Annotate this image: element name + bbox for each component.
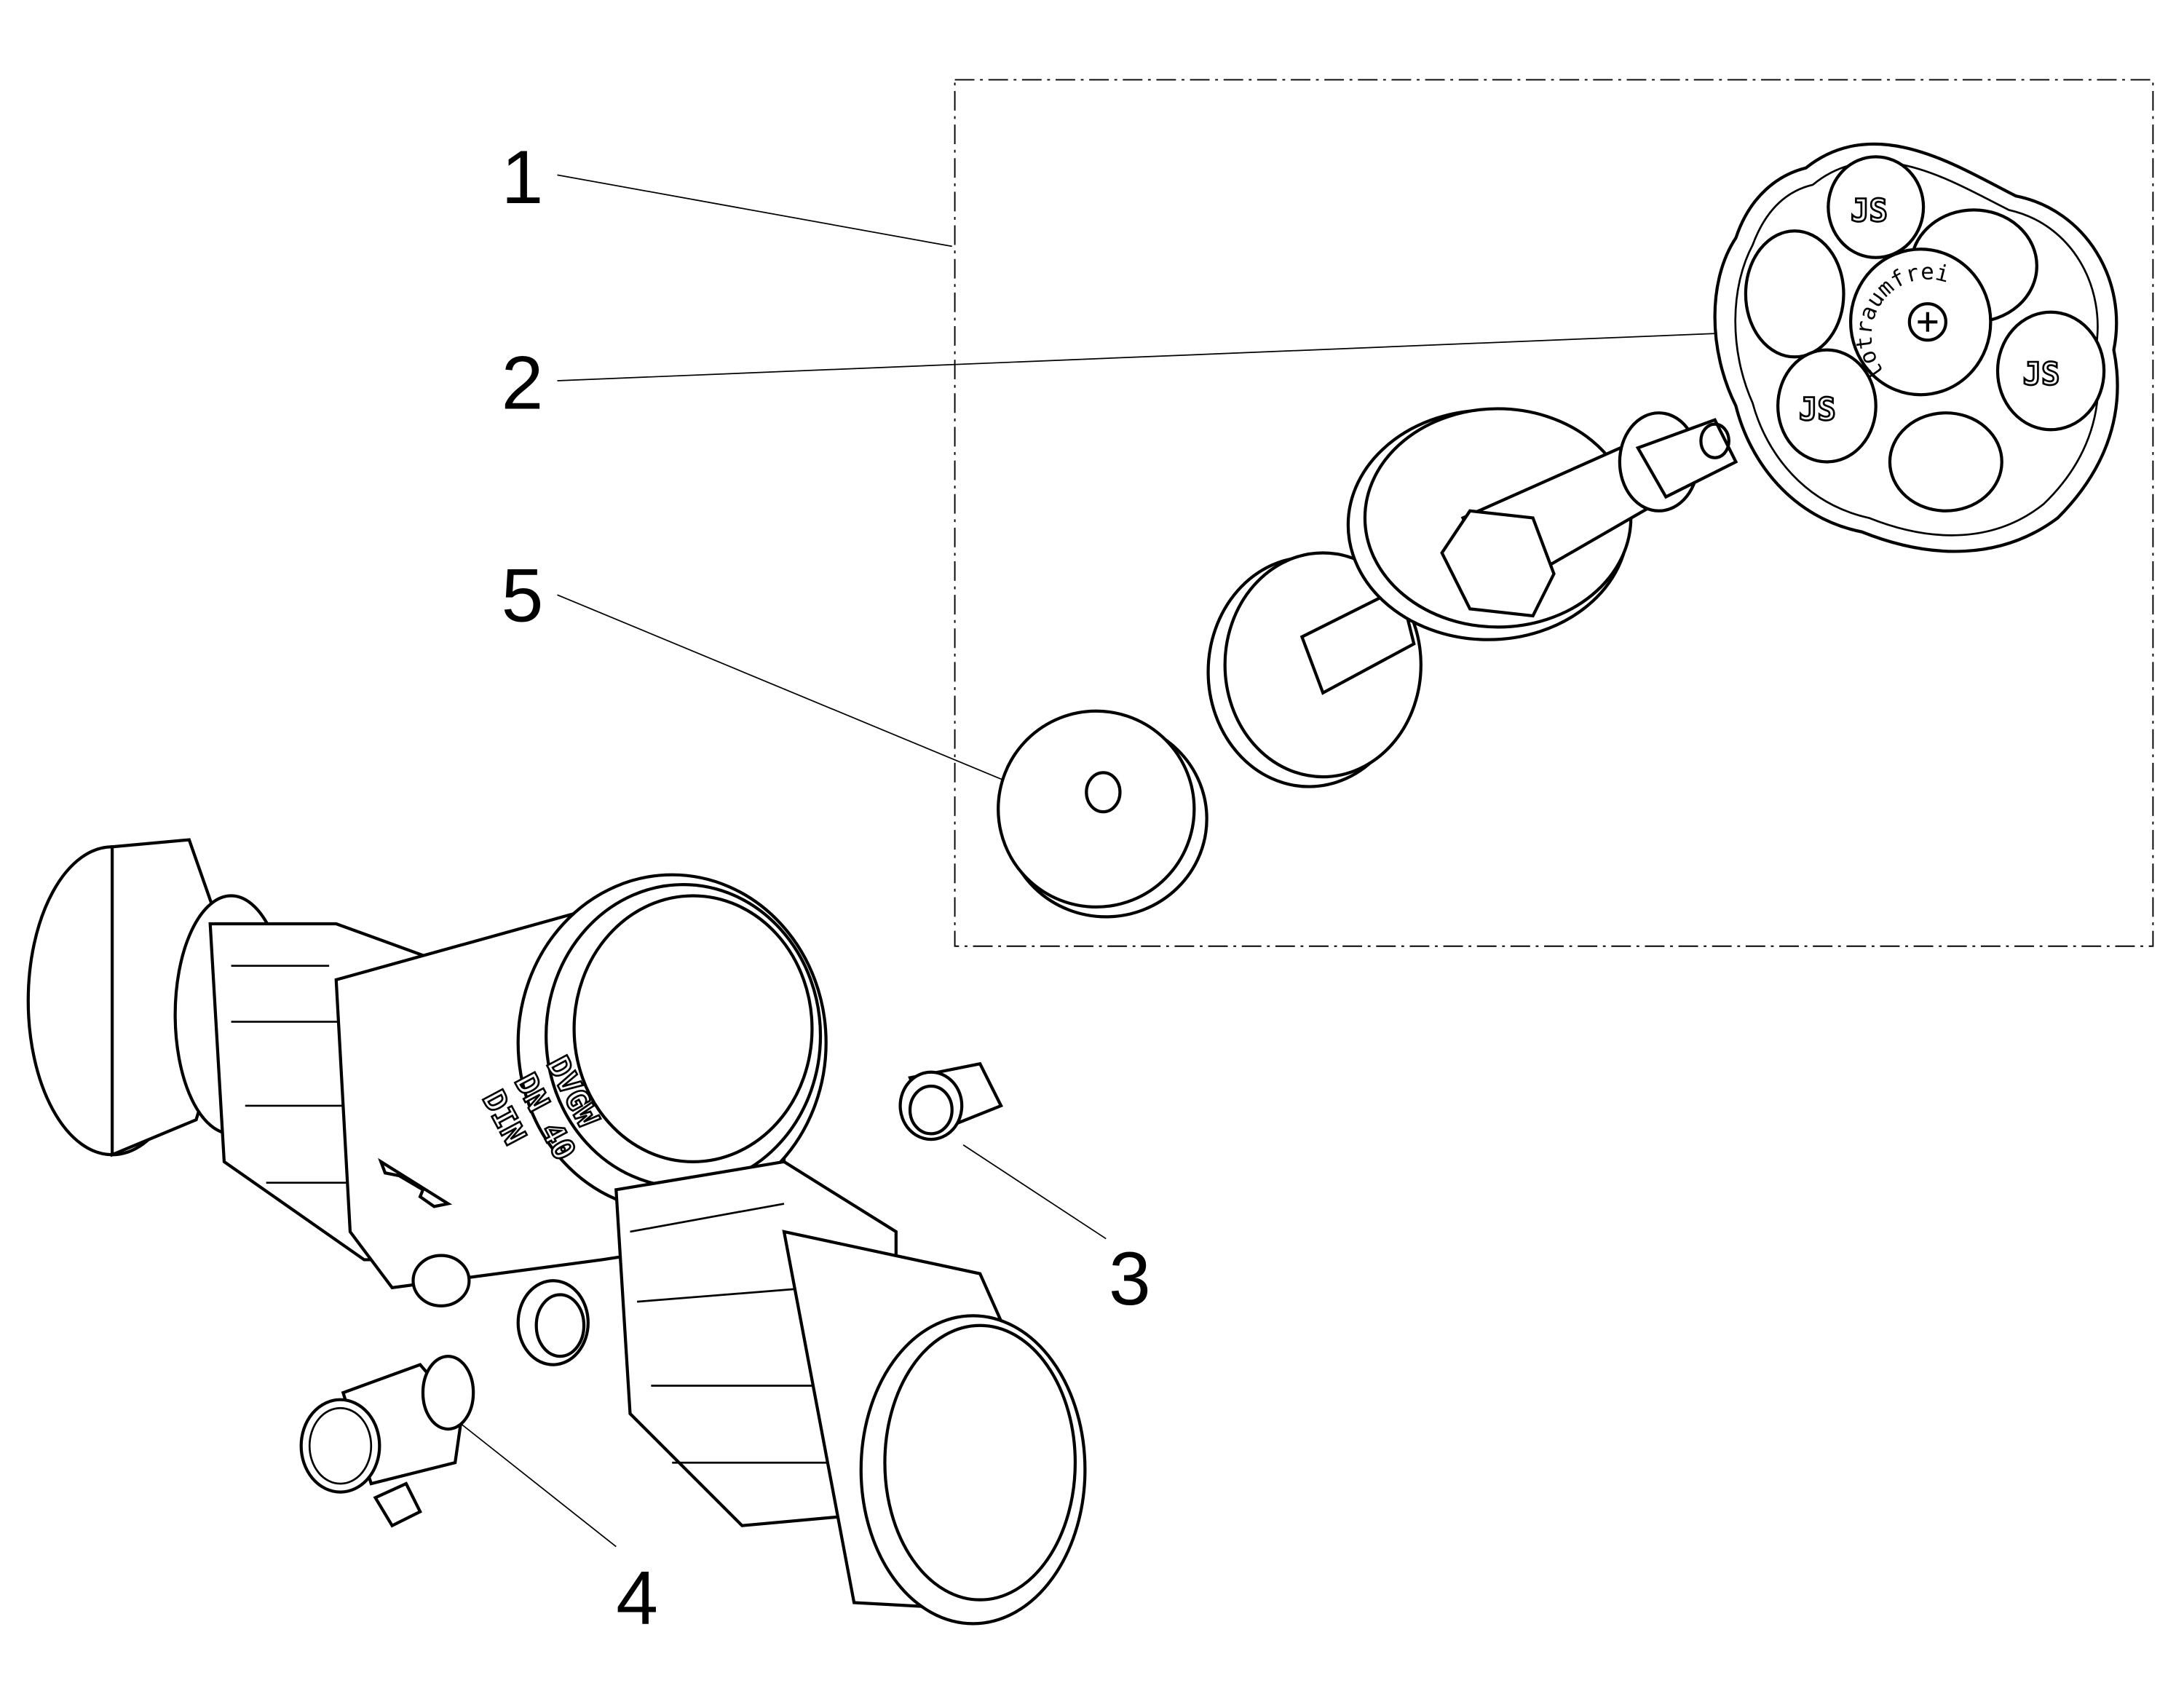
valve-body: DVGW DN 40 DIN <box>26 838 1087 1626</box>
leader-line-2 <box>557 332 1725 381</box>
callout-1: 1 <box>502 135 544 220</box>
leader-line-4 <box>448 1413 617 1548</box>
leader-line-1 <box>557 174 952 248</box>
logo-mark-top: JS <box>1851 193 1888 229</box>
leader-line-3 <box>962 1144 1107 1240</box>
callout-5: 5 <box>502 554 544 638</box>
part-2-handwheel: JS JS JS totraumfrei <box>1713 142 2119 553</box>
callout-4: 4 <box>616 1556 658 1640</box>
part-5-disc <box>997 709 1208 919</box>
valve-spindle <box>1299 407 1738 695</box>
part-4-drain-valve <box>299 1354 475 1528</box>
body-markings: DVGW DN 40 DIN <box>475 1050 607 1168</box>
assembly-boundary-box <box>954 79 2154 947</box>
logo-mark-left: JS <box>1799 392 1836 427</box>
part-3-plug <box>898 1061 1003 1141</box>
callout-2: 2 <box>502 341 544 425</box>
logo-mark-right: JS <box>2023 357 2060 392</box>
leader-line-5 <box>557 594 1020 788</box>
callout-3: 3 <box>1109 1237 1151 1321</box>
